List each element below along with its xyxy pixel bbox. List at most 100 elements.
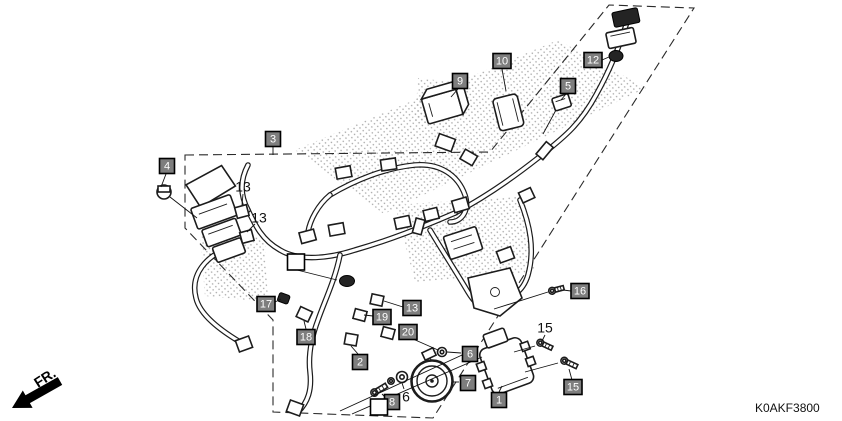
part-number-text: 17 [260, 299, 272, 311]
leader-line [450, 88, 459, 98]
bolt [560, 356, 579, 370]
leader-line [560, 93, 567, 101]
leader-line [501, 68, 507, 92]
bolt [547, 284, 566, 295]
part-callout-12: 12 [583, 51, 610, 69]
part-number-text: 13 [406, 303, 418, 315]
connector [297, 228, 318, 245]
numbered-callout-box [264, 130, 282, 148]
part-callout-5: 5 [559, 77, 577, 101]
connector [238, 228, 256, 245]
part-number-text: 10 [496, 56, 508, 68]
numbered-callout-box [459, 374, 477, 392]
numbered-callout-box [398, 323, 418, 341]
part-callout-6: 6 [446, 345, 479, 363]
harness-clip [339, 275, 355, 287]
part-number-text: 15 [567, 382, 579, 394]
part-callout-blank-a [286, 253, 338, 281]
numbered-callout-box [492, 52, 512, 70]
numbered-callout-box [351, 353, 369, 371]
washer [436, 346, 448, 358]
leader-line [401, 382, 405, 390]
numbered-callout-box [563, 378, 583, 396]
part-callout-3: 3 [264, 130, 282, 155]
connector-cover [492, 93, 525, 132]
part-callout-13-b: 13 [246, 210, 267, 233]
part-callout-15-a: 15 [537, 320, 553, 342]
numbered-callout-box [559, 77, 577, 95]
part-callout-20: 20 [398, 323, 439, 351]
part-number-text: 3 [270, 134, 276, 146]
connector [233, 203, 251, 220]
part-callout-blank-b [369, 398, 389, 416]
part-number-text: 2 [357, 357, 363, 369]
part-number-text: 5 [565, 81, 571, 93]
numbered-callout-box [372, 308, 392, 326]
part-callout-19: 19 [363, 308, 392, 326]
fr-arrow-icon [12, 377, 63, 408]
leader-line [541, 334, 546, 342]
bolt [536, 338, 555, 352]
harness-artwork [156, 7, 641, 418]
leader-line [274, 298, 282, 303]
leader-line [246, 223, 256, 233]
cable-tie [411, 216, 426, 236]
part-callout-13-box: 13 [383, 299, 422, 317]
leader-line [350, 345, 359, 355]
part-callout-15-box: 15 [563, 368, 583, 396]
leader-line [562, 289, 572, 292]
numbered-callout-box [451, 72, 469, 90]
connector [458, 148, 479, 167]
part-callout-9: 9 [450, 72, 469, 98]
leader-line [303, 320, 307, 330]
connector [295, 305, 314, 324]
part-number-text: 20 [402, 327, 414, 339]
connector [351, 307, 369, 323]
numbered-callout-box [490, 391, 508, 409]
leader-line [568, 368, 573, 381]
part-number-text: 8 [389, 397, 395, 409]
connector [369, 292, 385, 308]
part-callout-10: 10 [492, 52, 512, 92]
part-number-text: 6 [467, 349, 473, 361]
part-number-text: 13 [251, 210, 267, 226]
leader-line [241, 193, 244, 206]
leader-line [363, 314, 374, 317]
main-connector-stack [184, 164, 247, 263]
part-number-text: 19 [376, 312, 388, 324]
numbered-callout-box [158, 157, 176, 175]
dashed-border [184, 4, 695, 419]
horn [410, 346, 454, 403]
part-number-text: 15 [537, 320, 553, 336]
diagram-code: K0AKF3800 [755, 401, 820, 415]
part-number-text: 12 [587, 55, 599, 67]
connector [379, 157, 398, 172]
part-number-text: 16 [574, 286, 586, 298]
numbered-callout-box [570, 282, 590, 300]
leader-line [412, 338, 439, 351]
bolt [370, 382, 389, 397]
connector [605, 26, 637, 50]
connector [393, 214, 413, 231]
connector [285, 398, 305, 418]
part-number-text: 9 [457, 76, 463, 88]
part-callout-2: 2 [350, 345, 369, 371]
stipple-shading [200, 40, 646, 302]
part-number-text: 13 [235, 179, 251, 195]
part-callout-4: 4 [158, 157, 176, 188]
part-number-text: 1 [496, 395, 502, 407]
connector [234, 334, 254, 354]
part-number-text: 6 [402, 389, 410, 405]
nut [386, 376, 395, 385]
connector [343, 332, 359, 347]
part-callout-7: 7 [453, 374, 477, 392]
connector [434, 132, 457, 153]
part-callout-16: 16 [562, 282, 590, 300]
connector [495, 245, 516, 265]
part-number-text: 7 [465, 378, 471, 390]
harness-clamp [156, 184, 172, 200]
part-number-text: 4 [164, 161, 170, 173]
leader-line [383, 300, 404, 308]
numbered-callout-box [296, 328, 316, 346]
